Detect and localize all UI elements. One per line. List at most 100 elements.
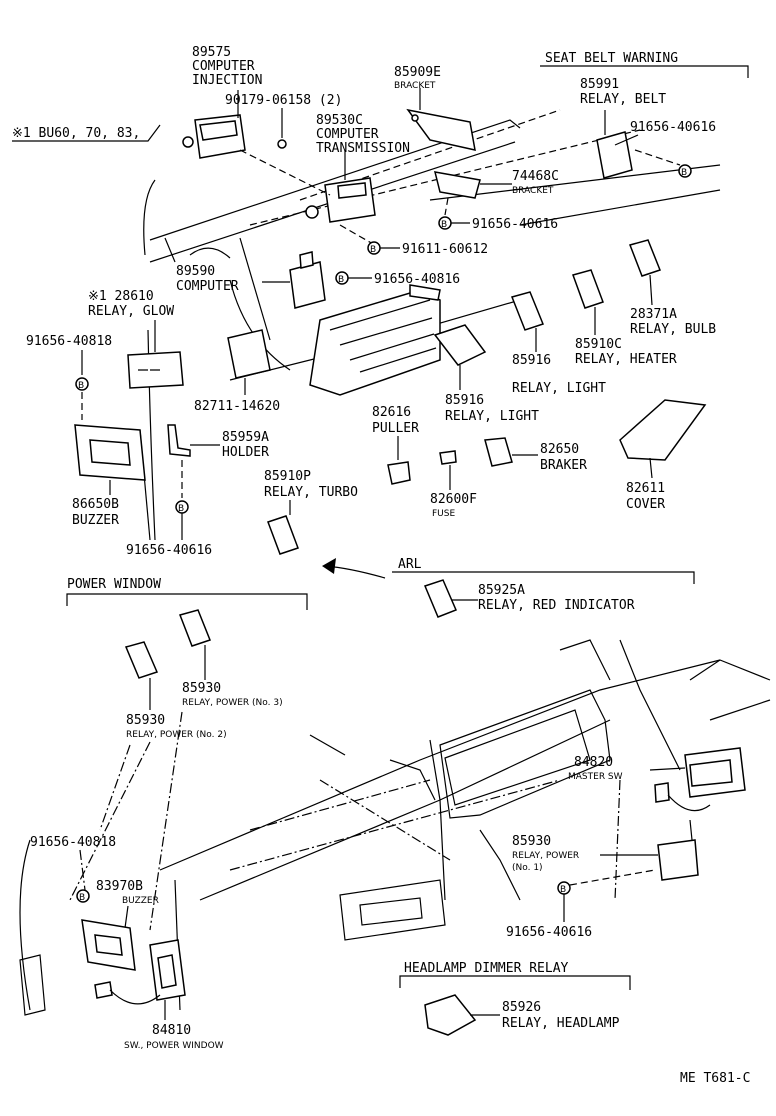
label-89530c-name2: TRANSMISSION [316,141,410,156]
relay-headlamp-part [424,994,500,1036]
title-power-window: POWER WINDOW [67,577,161,592]
label-85910c: 85910C [575,337,622,352]
computer-89590-part [262,251,326,309]
diagram-code: ME T681-C [680,1071,750,1086]
label-85930-2-name: RELAY, POWER (No. 2) [126,730,227,740]
label-89575-name1: COMPUTER [192,59,255,74]
label-89530c-name1: COMPUTER [316,127,379,142]
label-91656-g: 91656-40616 [506,925,592,940]
label-84820-name: MASTER SW [568,772,623,782]
label-91656-b: 91656-40616 [472,217,558,232]
label-84810: 84810 [152,1023,191,1038]
label-82600f: 82600F [430,492,477,507]
seat-belt-bracket-line [540,65,749,78]
bolt-icon [75,377,89,391]
label-89590: 89590 [176,264,215,279]
bolt-icon [76,889,90,903]
arl-bracket-line [392,571,695,584]
label-85910p: 85910P [264,469,311,484]
label-91656-c: 91656-40816 [374,272,460,287]
label-91611: 91611-60612 [402,242,488,257]
label-83970b: 83970B [96,879,143,894]
label-85916-b: 85916 [445,393,484,408]
relay-power-2-part [124,641,159,710]
junction-block-part [309,284,441,396]
label-74468c: 74468C [512,169,559,184]
label-86650b-name: BUZZER [72,513,119,528]
label-85926: 85926 [502,1000,541,1015]
vehicle-body-outline [19,639,771,1016]
relay-power-3-part [179,609,211,680]
label-85916-b-name: RELAY, LIGHT [445,409,539,424]
label-85916-a: 85916 [512,353,551,368]
power-window-switch-part [94,939,186,1020]
relay-bulb-part [629,239,661,306]
label-85910p-name: RELAY, TURBO [264,485,358,500]
label-82611-name: COVER [626,497,665,512]
label-85959a: 85959A [222,430,269,445]
label-85930-1-name2: (No. 1) [512,863,543,873]
label-82600f-name: FUSE [432,509,455,519]
cover-part [619,399,707,479]
label-85930-1-name1: RELAY, POWER [512,851,579,861]
bracket-74468c-part [433,171,512,199]
label-89575-name2: INJECTION [192,73,262,88]
label-90179: 90179-06158 (2) [225,93,342,108]
label-85909e: 85909E [394,65,441,80]
svg-text:B: B [338,275,344,285]
label-28371a: 28371A [630,307,677,322]
label-84820: 84820 [574,755,613,770]
relay-heater-part [572,269,604,335]
computer-transmission-part [305,150,376,223]
title-seat-belt-warning: SEAT BELT WARNING [545,51,678,66]
label-74468c-name: BRACKET [512,186,554,196]
label-85925a: 85925A [478,583,525,598]
computer-injection-part [182,90,246,159]
relay-belt-part [596,110,633,179]
label-82611: 82611 [626,481,665,496]
puller-part [387,436,411,485]
svg-text:B: B [78,381,84,391]
label-82650-name: BRAKER [540,458,587,473]
label-82650: 82650 [540,442,579,457]
holder-85959a-part [167,424,220,457]
label-85930-2: 85930 [126,713,165,728]
svg-text:B: B [370,245,376,255]
arrow-icon [322,558,336,574]
master-switch-part [649,747,746,812]
fuse-part [439,450,457,490]
relay-red-indicator-part [423,579,478,618]
label-89575: 89575 [192,45,231,60]
svg-text:B: B [560,885,566,895]
braker-part [484,437,538,467]
label-84810-name: SW., POWER WINDOW [124,1041,224,1051]
label-85916-a-name: RELAY, LIGHT [512,381,606,396]
label-85959a-name: HOLDER [222,445,269,460]
label-85930-3-name: RELAY, POWER (No. 3) [182,698,283,708]
svg-text:B: B [681,168,687,178]
label-85991-name: RELAY, BELT [580,92,666,107]
bracket-85909e-part [406,88,476,151]
label-89530c: 89530C [316,113,363,128]
label-28610: ※1 28610 [88,289,154,304]
svg-text:B: B [441,220,447,230]
buzzer-83970b-part [81,905,136,971]
relay-turbo-part [267,500,299,555]
label-91656-e: 91656-40616 [126,543,212,558]
label-85926-name: RELAY, HEADLAMP [502,1016,620,1031]
relay-power-1-part [600,819,699,881]
screw-icon [277,139,287,149]
label-82616: 82616 [372,405,411,420]
label-82711: 82711-14620 [194,399,280,414]
label-85909e-name: BRACKET [394,81,436,91]
relay-82711-part [227,329,271,395]
label-82616-name: PULLER [372,421,419,436]
relay-light-b-part [433,324,487,390]
title-headlamp-dimmer-relay: HEADLAMP DIMMER RELAY [404,961,569,976]
label-28610-name: RELAY, GLOW [88,304,174,319]
bolt-icon [678,164,692,178]
label-89590-name: COMPUTER [176,279,239,294]
relay-glow-part [127,320,184,389]
label-86650b: 86650B [72,497,119,512]
